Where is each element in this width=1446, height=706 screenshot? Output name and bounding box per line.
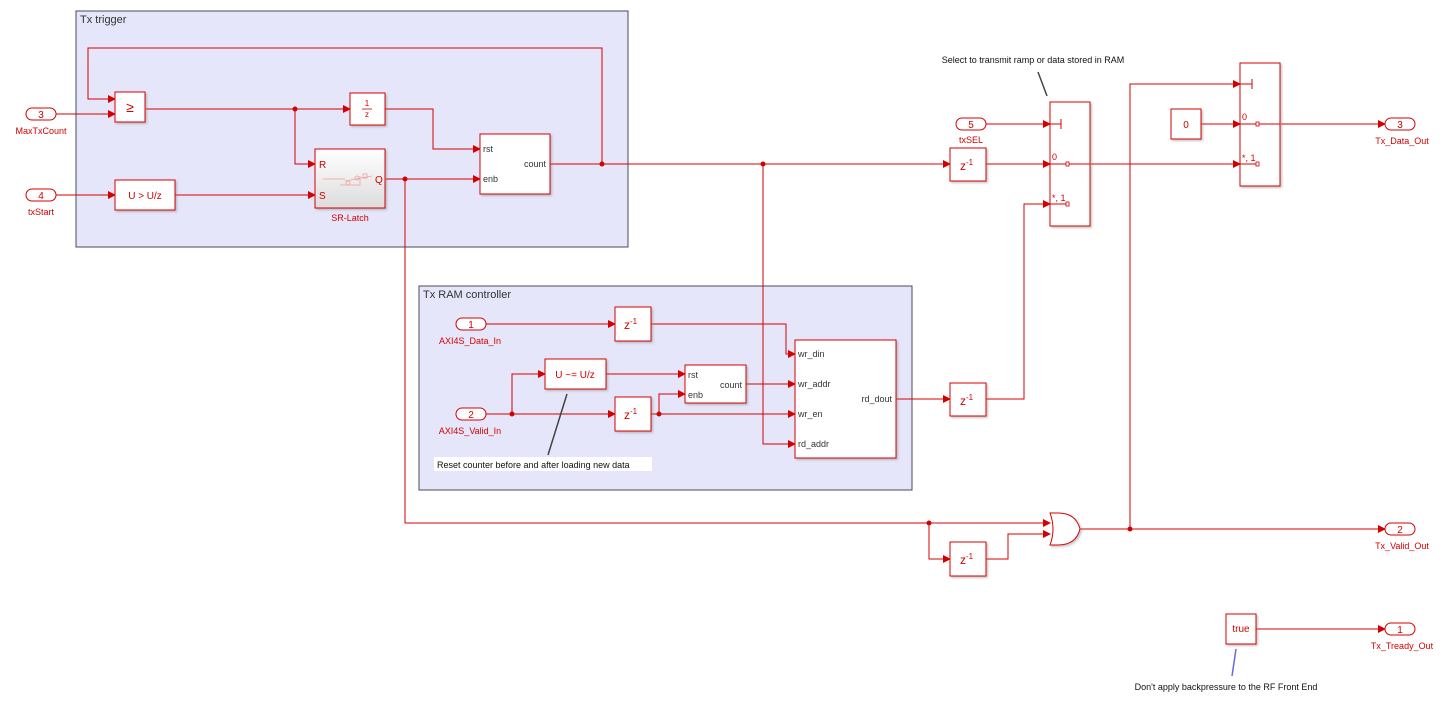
rising-edge-block[interactable]: U > U/z: [114, 179, 176, 211]
inport-axi4s-data-in[interactable]: 1 AXI4S_Data_In: [439, 317, 501, 346]
area-title: Tx trigger: [80, 14, 127, 26]
inport-txsel[interactable]: 5 txSEL: [955, 117, 987, 145]
port-label: txSEL: [959, 135, 983, 145]
svg-text:3: 3: [38, 110, 44, 121]
port-label: AXI4S_Valid_In: [439, 426, 501, 436]
junction-dots: [292, 106, 1133, 532]
svg-text:z-1: z-1: [624, 407, 638, 422]
ram-counter-block[interactable]: rst enb count: [684, 364, 747, 404]
svg-text:count: count: [524, 159, 547, 169]
annotation-backpressure: Don't apply backpressure to the RF Front…: [1135, 682, 1318, 692]
svg-text:U > U/z: U > U/z: [128, 191, 162, 202]
inport-axi4s-valid-in[interactable]: 2 AXI4S_Valid_In: [439, 407, 501, 436]
block-label: SR-Latch: [331, 213, 369, 223]
annotation-leader: [547, 393, 568, 456]
signal-lines: [56, 47, 1386, 633]
constant-true-block[interactable]: true: [1225, 613, 1257, 645]
svg-text:rd_addr: rd_addr: [798, 439, 829, 449]
port-label: Tx_Data_Out: [1375, 136, 1429, 146]
svg-text:*, 1: *, 1: [1242, 153, 1256, 163]
svg-text:z: z: [365, 110, 369, 119]
svg-text:0: 0: [1052, 152, 1057, 162]
svg-text:U ~= U/z: U ~= U/z: [555, 370, 594, 381]
port-label: Tx_Valid_Out: [1375, 541, 1429, 551]
port-label: MaxTxCount: [15, 126, 67, 136]
area-title: Tx RAM controller: [423, 289, 511, 301]
or-gate-block[interactable]: [1049, 512, 1081, 546]
svg-text:≥: ≥: [126, 99, 134, 115]
svg-text:z-1: z-1: [960, 158, 974, 173]
svg-text:2: 2: [1397, 525, 1403, 536]
svg-text:0: 0: [1183, 120, 1189, 131]
port-label: txStart: [28, 207, 55, 217]
svg-text:count: count: [720, 380, 743, 390]
annotation-reset: Reset counter before and after loading n…: [437, 460, 630, 470]
annotation-bg: [434, 457, 652, 471]
svg-text:Q: Q: [375, 175, 383, 186]
inport-txstart[interactable]: 4 txStart: [25, 188, 57, 217]
multiport-switch-1[interactable]: 0 *, 1: [1049, 101, 1091, 227]
svg-text:enb: enb: [483, 174, 498, 184]
delay-block-ram-out[interactable]: z-1: [949, 382, 987, 417]
ram-block[interactable]: wr_din wr_addr wr_en rd_addr rd_dout: [794, 339, 897, 459]
svg-text:z-1: z-1: [624, 317, 638, 332]
svg-text:*, 1: *, 1: [1052, 193, 1066, 203]
change-detect-block[interactable]: U ~= U/z: [544, 358, 607, 390]
svg-text:z-1: z-1: [960, 393, 974, 408]
svg-text:3: 3: [1397, 120, 1403, 131]
area-tx-trigger[interactable]: Tx trigger: [75, 10, 629, 248]
unit-delay-block[interactable]: 1 z: [349, 92, 386, 126]
svg-text:1: 1: [1397, 625, 1403, 636]
svg-text:1: 1: [468, 320, 474, 331]
delay-block-axi-data[interactable]: z-1: [614, 306, 652, 342]
svg-text:0: 0: [1242, 112, 1247, 122]
svg-text:1: 1: [365, 99, 370, 108]
svg-text:R: R: [319, 160, 326, 171]
svg-text:wr_din: wr_din: [797, 349, 825, 359]
svg-text:5: 5: [968, 120, 974, 131]
port-label: Tx_Tready_Out: [1371, 641, 1434, 651]
annotation-select: Select to transmit ramp or data stored i…: [942, 55, 1125, 65]
sr-latch-block[interactable]: R S Q SR-Latch: [314, 148, 386, 223]
delay-block-count[interactable]: z-1: [949, 147, 987, 182]
outport-tx-valid-out[interactable]: 2 Tx_Valid_Out: [1375, 522, 1429, 551]
svg-text:rst: rst: [688, 370, 698, 380]
svg-text:enb: enb: [688, 390, 703, 400]
svg-text:wr_en: wr_en: [797, 409, 823, 419]
compare-block[interactable]: ≥: [114, 91, 146, 123]
inport-maxtxcount[interactable]: 3 MaxTxCount: [15, 107, 67, 136]
annotation-leader: [1037, 71, 1048, 97]
port-label: AXI4S_Data_In: [439, 336, 501, 346]
svg-text:rst: rst: [483, 144, 493, 154]
multiport-switch-2[interactable]: 0 *, 1: [1239, 62, 1281, 187]
svg-text:true: true: [1232, 624, 1250, 635]
delay-block-axi-valid[interactable]: z-1: [614, 396, 652, 432]
svg-text:2: 2: [468, 410, 474, 421]
annotation-leader: [1231, 648, 1237, 677]
outport-tx-data-out[interactable]: 3 Tx_Data_Out: [1375, 117, 1429, 146]
constant-zero-block[interactable]: 0: [1170, 108, 1202, 140]
svg-text:z-1: z-1: [960, 552, 974, 567]
latch-icon: [323, 173, 373, 186]
svg-text:rd_dout: rd_dout: [861, 394, 892, 404]
svg-text:4: 4: [38, 191, 44, 202]
counter-block[interactable]: rst enb count: [479, 133, 551, 195]
svg-text:wr_addr: wr_addr: [797, 379, 831, 389]
outport-tx-tready-out[interactable]: 1 Tx_Tready_Out: [1371, 622, 1434, 651]
svg-text:S: S: [319, 191, 326, 202]
delay-block-valid[interactable]: z-1: [949, 541, 987, 577]
